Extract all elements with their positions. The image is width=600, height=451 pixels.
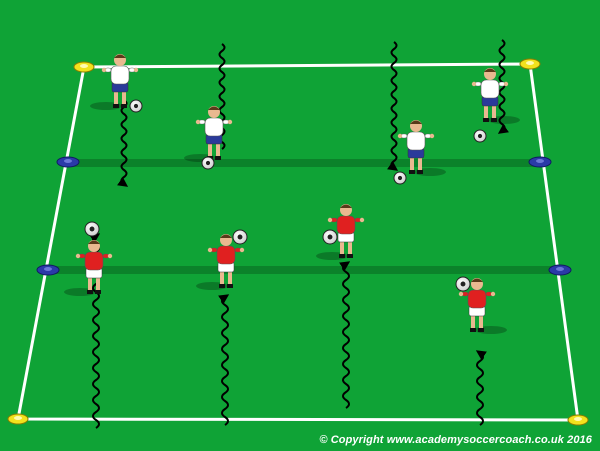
copyright-notice: © Copyright www.academysoccercoach.co.uk…: [319, 434, 592, 446]
ball-icon: [456, 277, 470, 291]
cone-yellow-icon: [8, 414, 28, 424]
cone-blue-icon: [549, 265, 571, 275]
ball-icon: [233, 230, 247, 244]
lower-channel: [46, 266, 558, 274]
ball-icon: [394, 172, 406, 184]
cone-yellow-icon: [520, 59, 540, 69]
ball-icon: [202, 157, 214, 169]
ball-icon: [474, 130, 486, 142]
cone-blue-icon: [37, 265, 59, 275]
cone-blue-icon: [529, 157, 551, 167]
ball-icon: [85, 222, 99, 236]
cone-yellow-icon: [74, 62, 94, 72]
cone-yellow-icon: [568, 415, 588, 425]
ball-icon: [130, 100, 142, 112]
ball-icon: [323, 230, 337, 244]
cone-blue-icon: [57, 157, 79, 167]
upper-channel: [66, 159, 544, 167]
